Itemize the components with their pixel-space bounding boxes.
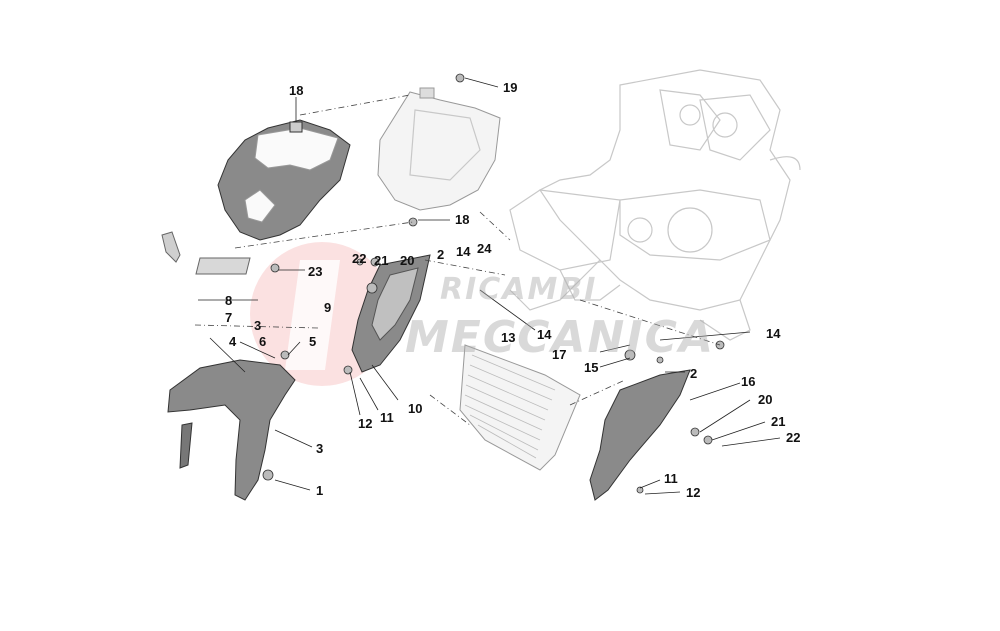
callout-5: 5 [309,334,317,349]
callout-10: 10 [408,401,423,416]
callout-14-top: 14 [456,244,471,259]
callout-14-right: 14 [766,326,781,341]
front-mudguard [167,359,296,501]
callout-7: 7 [225,310,233,325]
callout-8: 8 [225,293,233,308]
callout-21-left: 21 [374,253,389,268]
callout-11-right: 11 [664,471,678,486]
callout-22-left: 22 [352,251,367,266]
assembly-lines [194,94,721,426]
callout-20-right: 20 [758,392,773,407]
callout-11-left: 11 [380,410,394,425]
callout-1: 1 [316,483,324,498]
fasteners [262,73,725,494]
watermark-text-bottom: MECCANICA [405,312,716,363]
callout-3-top: 3 [254,318,262,333]
callout-16: 16 [741,374,756,389]
callout-21-right: 21 [771,414,786,429]
callout-14-mid: 14 [537,327,552,342]
callout-19: 19 [503,80,518,95]
callout-20-left: 20 [400,253,415,268]
callout-15: 15 [584,360,599,375]
callout-12-left: 12 [358,416,373,431]
callout-4: 4 [229,334,237,349]
headlight-lens [161,231,251,275]
callout-18-mid: 18 [455,212,470,227]
right-radiator-cover [589,369,691,501]
callout-9: 9 [324,300,332,315]
radiator [459,344,581,471]
callout-13: 13 [501,330,516,345]
front-fairing [217,119,351,241]
watermark-text-top: RICAMBI [440,272,598,307]
callout-17: 17 [552,347,567,362]
air-box [377,87,501,211]
callout-23: 23 [308,264,323,279]
callout-12-right: 12 [686,485,701,500]
callout-18-top: 18 [289,83,304,98]
leader-lines [198,77,781,495]
callout-2-top: 2 [437,247,445,262]
callout-6: 6 [259,334,267,349]
callout-2-right: 2 [690,366,698,381]
engine-outline [509,69,801,341]
callout-22-right: 22 [786,430,801,445]
callout-3-bottom: 3 [316,441,324,456]
callout-24: 24 [477,241,492,256]
